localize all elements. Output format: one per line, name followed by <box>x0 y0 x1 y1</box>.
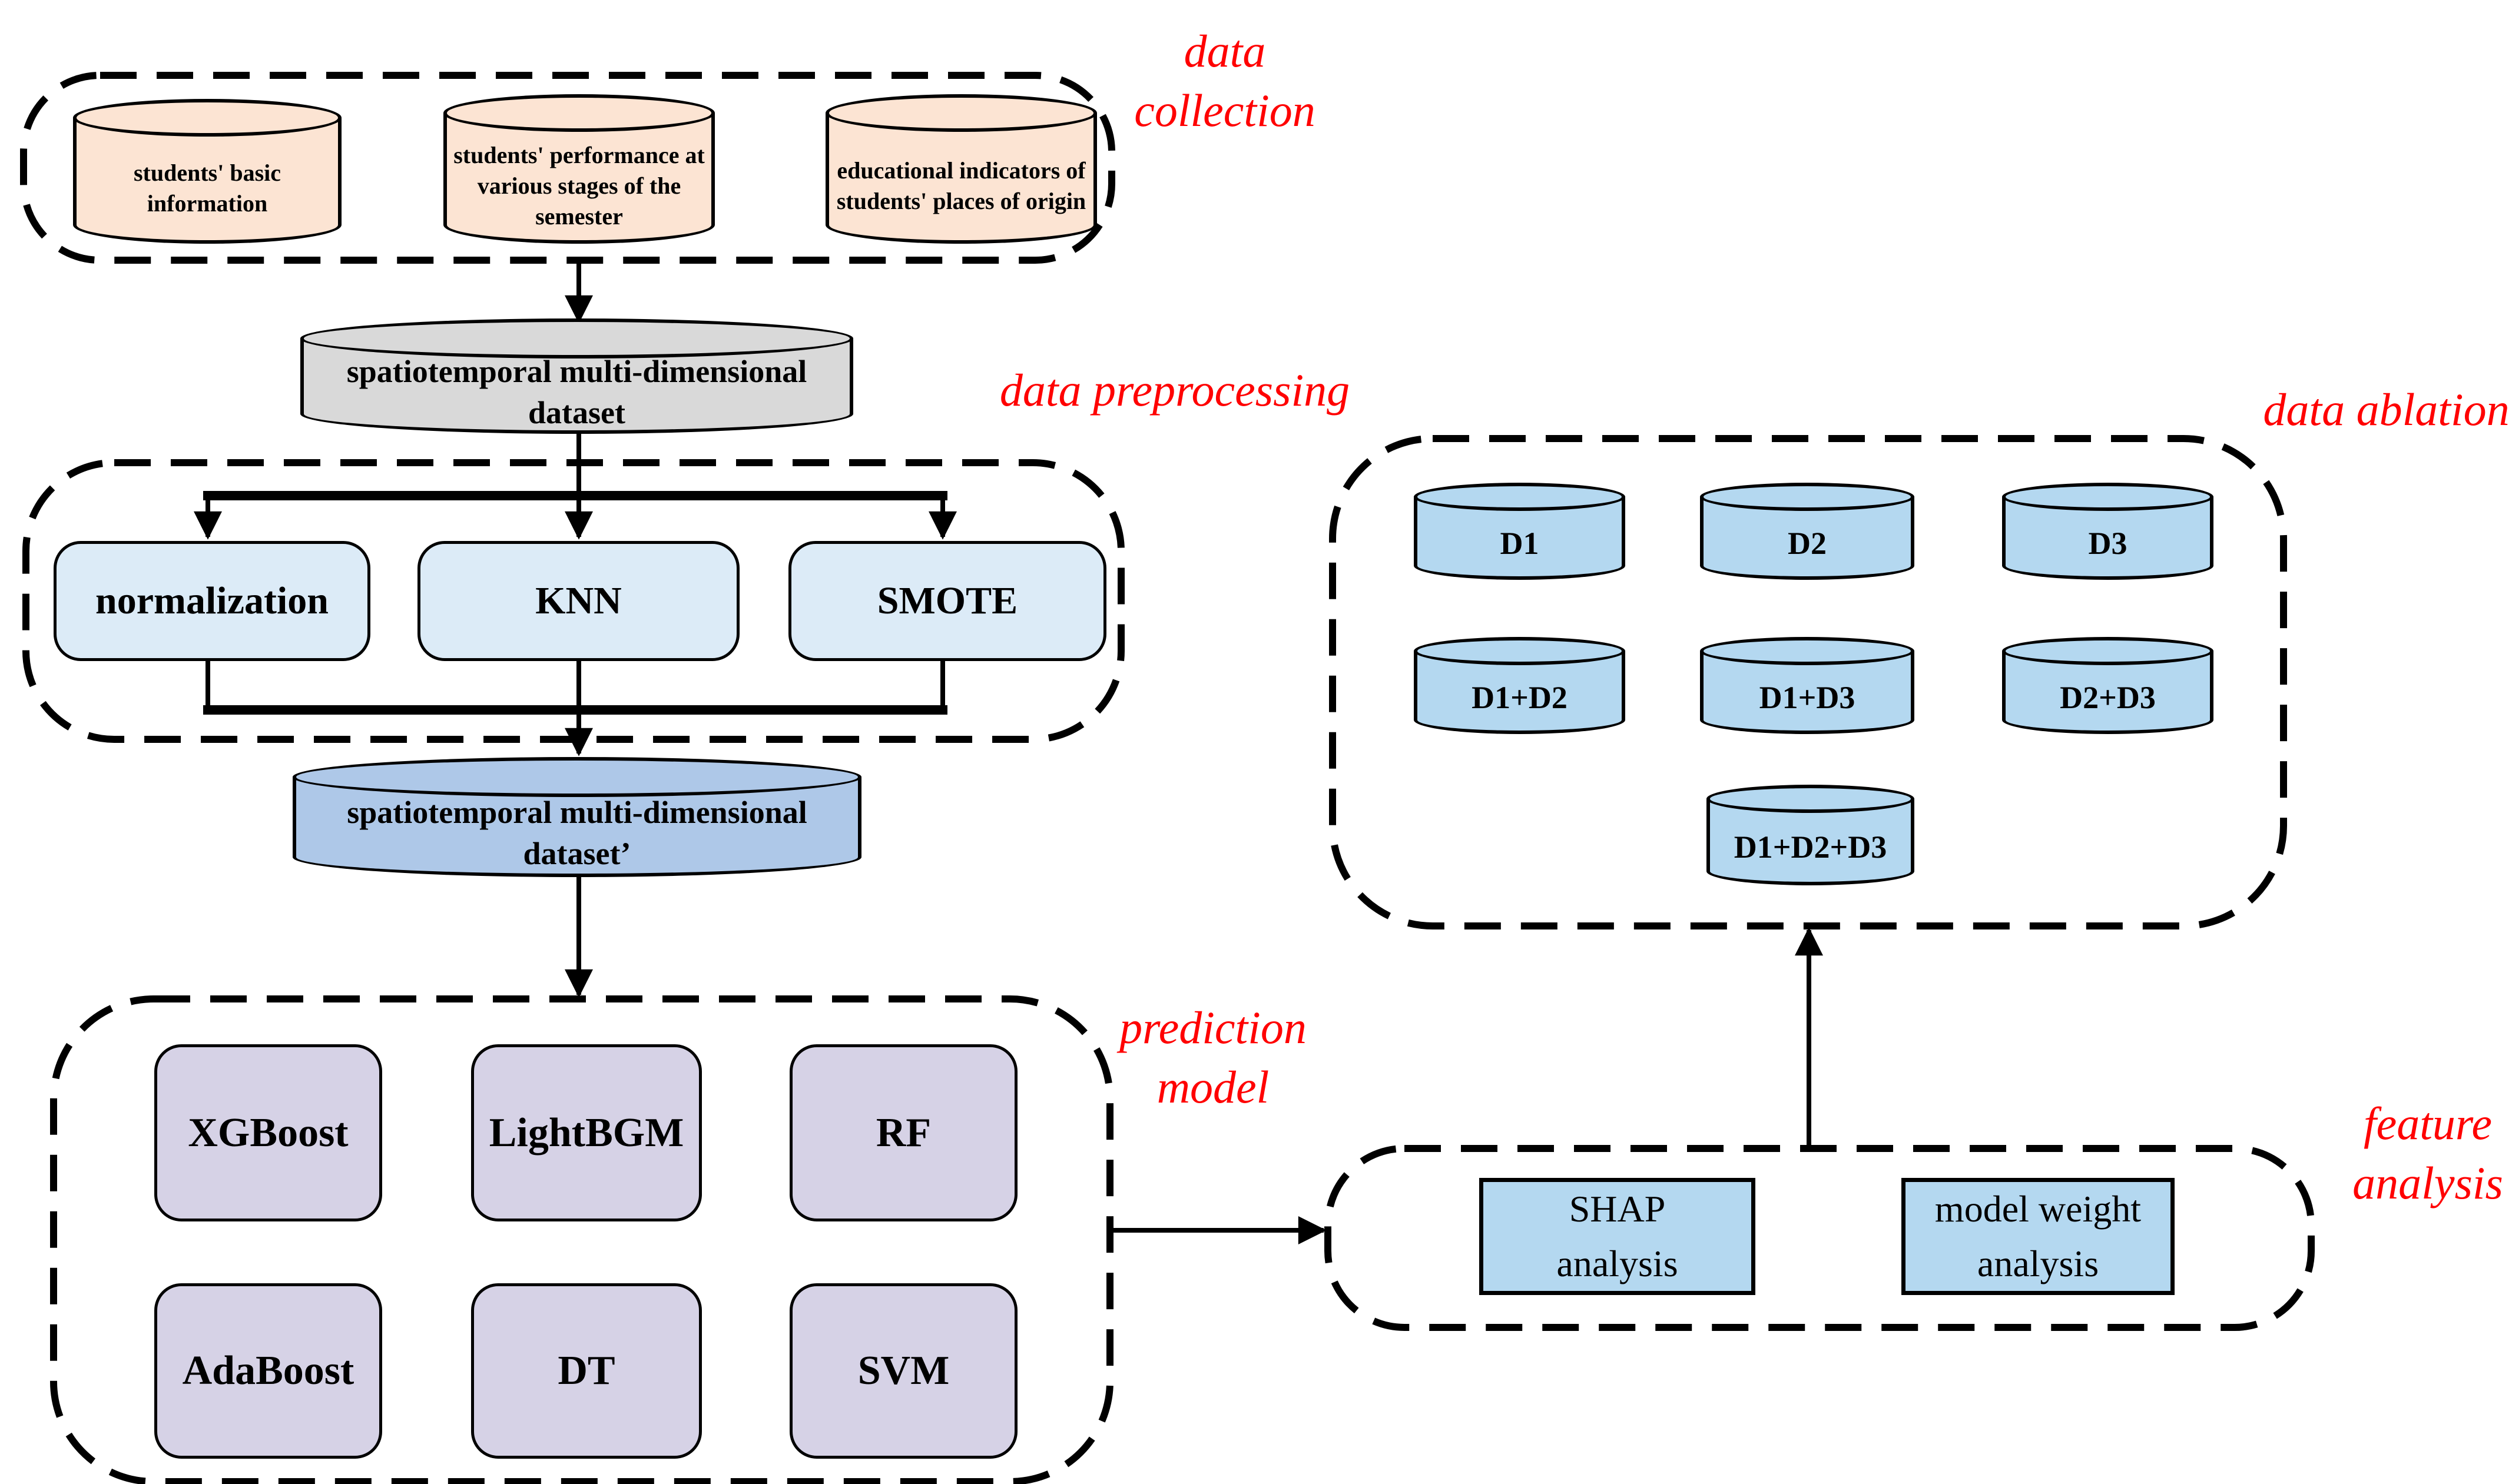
cylinder-top-ellipse <box>443 94 715 132</box>
cylinder-label: spatiotemporal multi-dimensional dataset <box>346 353 807 430</box>
model-svm: SVM <box>790 1283 1018 1459</box>
cylinder-body-shape <box>73 118 342 244</box>
prediction-model-section-label: prediction model <box>1119 1002 1307 1113</box>
data-collection-section-label: data collection <box>1134 25 1315 137</box>
cylinder-label: educational indicators of students' plac… <box>836 157 1086 214</box>
cylinder-label: D1+D3 <box>1759 680 1855 716</box>
cylinder-educational-indicators: educational indicators of students' plac… <box>826 94 1097 244</box>
cylinder-label: D3 <box>2088 526 2127 562</box>
cylinder-d3: D3 <box>2002 483 2213 580</box>
cylinder-label: D1 <box>1500 526 1539 562</box>
step-knn: KNN <box>417 541 740 661</box>
cylinder-d1: D1 <box>1414 483 1625 580</box>
feature-analysis-section-label: feature analysis <box>2352 1098 2503 1209</box>
model-xgboost: XGBoost <box>154 1044 382 1221</box>
model-dt: DT <box>471 1283 702 1459</box>
cylinder-body-shape <box>443 113 715 244</box>
cylinder-top-ellipse <box>293 757 861 797</box>
cylinder-top-ellipse <box>1414 483 1625 511</box>
cylinder-top-ellipse <box>2002 483 2213 511</box>
cylinder-d1-d2: D1+D2 <box>1414 637 1625 734</box>
box-model-weight-analysis: model weight analysis <box>1901 1178 2175 1295</box>
box-label: model weight analysis <box>1934 1187 2142 1284</box>
cylinder-label: students' basic information <box>133 160 281 217</box>
data-preprocessing-section-label: data preprocessing <box>999 364 1350 416</box>
model-adaboost: AdaBoost <box>154 1283 382 1459</box>
cylinder-label: D1+D2+D3 <box>1734 829 1887 865</box>
cylinder-label: students' performance at various stages … <box>453 142 705 230</box>
box-shap-analysis: SHAP analysis <box>1479 1178 1755 1295</box>
cylinder-body-shape <box>1706 799 1914 885</box>
cylinder-d2: D2 <box>1700 483 1914 580</box>
step-smote: SMOTE <box>788 541 1106 661</box>
model-lightbgm: LightBGM <box>471 1044 702 1221</box>
prediction-model-group-border <box>50 995 1114 1484</box>
cylinder-top-ellipse <box>2002 637 2213 665</box>
data-ablation-group-border <box>1329 435 2287 929</box>
cylinder-label: D1+D2 <box>1472 680 1567 716</box>
cylinder-top-ellipse <box>1414 637 1625 665</box>
cylinder-raw-dataset: spatiotemporal multi-dimensional dataset <box>300 318 853 434</box>
cylinder-label: D2+D3 <box>2060 680 2156 716</box>
cylinder-d2-d3: D2+D3 <box>2002 637 2213 734</box>
cylinder-top-ellipse <box>1700 637 1914 665</box>
cylinder-students-performance: students' performance at various stages … <box>443 94 715 244</box>
cylinder-d1-d3: D1+D3 <box>1700 637 1914 734</box>
feature-analysis-group-border <box>1324 1145 2315 1331</box>
cylinder-d1-d2-d3: D1+D2+D3 <box>1706 785 1914 885</box>
cylinder-top-ellipse <box>1700 483 1914 511</box>
cylinder-students-basic-information: students' basic information <box>73 99 342 244</box>
cylinder-top-ellipse <box>1706 785 1914 813</box>
data-collection-group-border <box>20 72 1115 264</box>
cylinder-label: D2 <box>1788 526 1827 562</box>
cylinder-top-ellipse <box>73 99 342 137</box>
model-rf: RF <box>790 1044 1018 1221</box>
cylinder-body-shape <box>293 777 861 877</box>
box-label: SHAP analysis <box>1556 1187 1678 1284</box>
cylinder-body-shape <box>826 113 1097 244</box>
cylinder-top-ellipse <box>826 94 1097 132</box>
step-normalization: normalization <box>54 541 370 661</box>
cylinder-label: spatiotemporal multi-dimensional dataset… <box>347 794 807 871</box>
cylinder-top-ellipse <box>300 318 853 358</box>
cylinder-processed-dataset: spatiotemporal multi-dimensional dataset… <box>293 757 861 877</box>
data-ablation-section-label: data ablation <box>2263 384 2510 435</box>
